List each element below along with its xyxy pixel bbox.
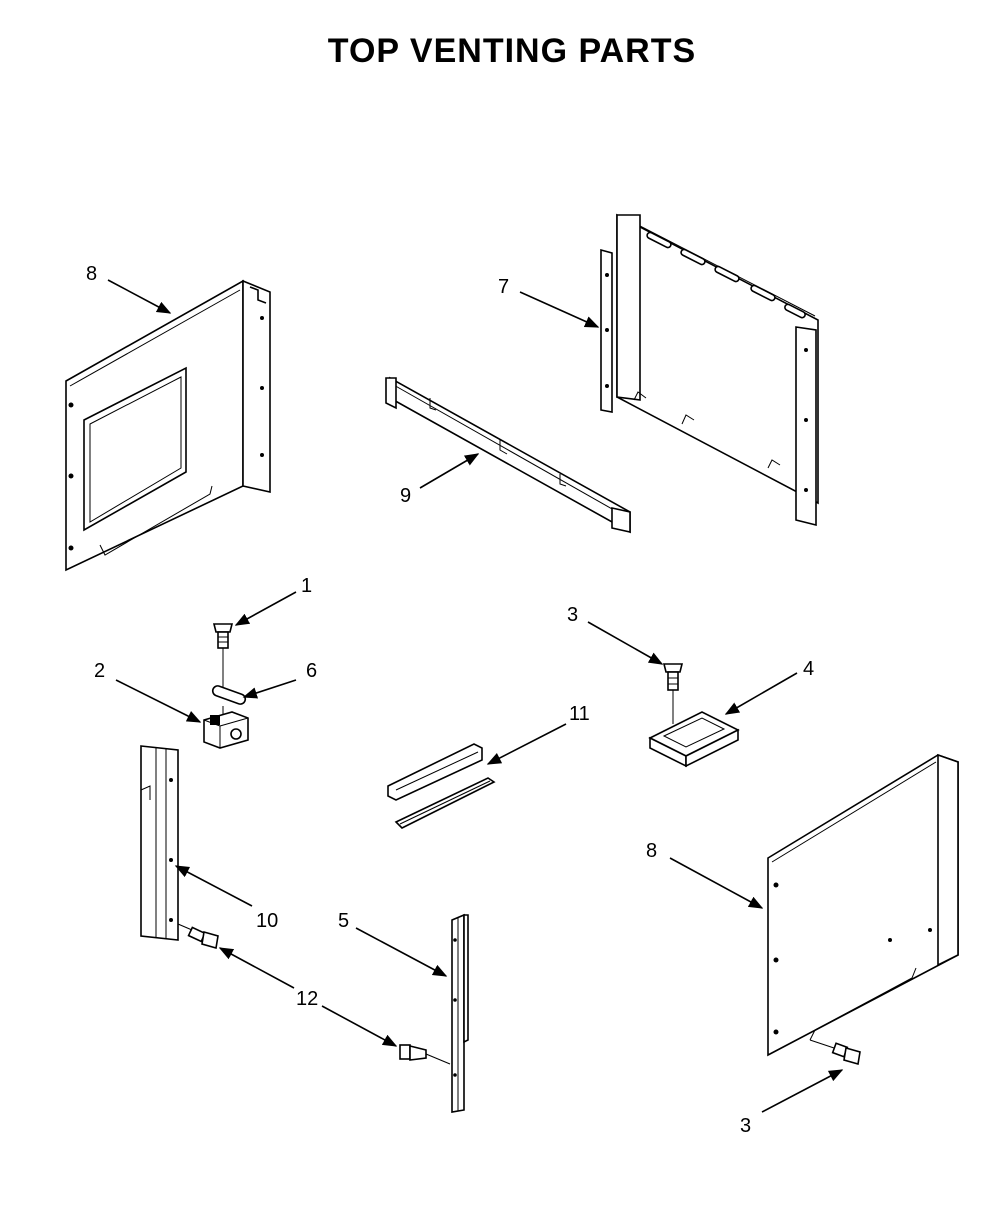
callout-2: 2: [94, 660, 105, 682]
callout-12: 12: [296, 988, 318, 1010]
callout-3-lower: 3: [740, 1115, 751, 1137]
callout-8-lower: 8: [646, 840, 657, 862]
part-10-rail: [140, 745, 179, 941]
part-12-bolt-left: [177, 923, 219, 950]
part-7-vent-panel: [600, 213, 819, 527]
part-2-switch: [203, 711, 249, 749]
part-1-screw: [212, 623, 234, 690]
callout-9: 9: [400, 485, 411, 507]
part-4-box: [648, 711, 740, 768]
part-5-strip: [451, 913, 469, 1113]
leader-arrows: [107, 279, 844, 1113]
part-8-upper-panel: [65, 279, 271, 572]
callout-10: 10: [256, 910, 278, 932]
callout-6: 6: [306, 660, 317, 682]
part-11-brackets: [387, 743, 496, 829]
vent-slots: [646, 231, 806, 319]
callout-4: 4: [803, 658, 814, 680]
page-title: TOP VENTING PARTS: [327, 32, 697, 70]
callout-8-upper: 8: [86, 263, 97, 285]
callout-7: 7: [498, 276, 509, 298]
callout-1: 1: [301, 575, 312, 597]
part-3-bolt-lower: [809, 1039, 861, 1066]
callout-3-upper: 3: [567, 604, 578, 626]
part-6-fuse: [211, 685, 247, 716]
part-12-bolt-right: [399, 1044, 451, 1065]
part-9-bracket: [385, 376, 631, 534]
callout-labels: 8 7 9 1 2 6 3 4 11 8 10 5 12 3: [86, 263, 814, 1137]
callout-5: 5: [338, 910, 349, 932]
callout-11: 11: [569, 703, 590, 725]
part-3-screw-upper: [662, 663, 684, 724]
part-8-lower-panel: [767, 753, 959, 1057]
